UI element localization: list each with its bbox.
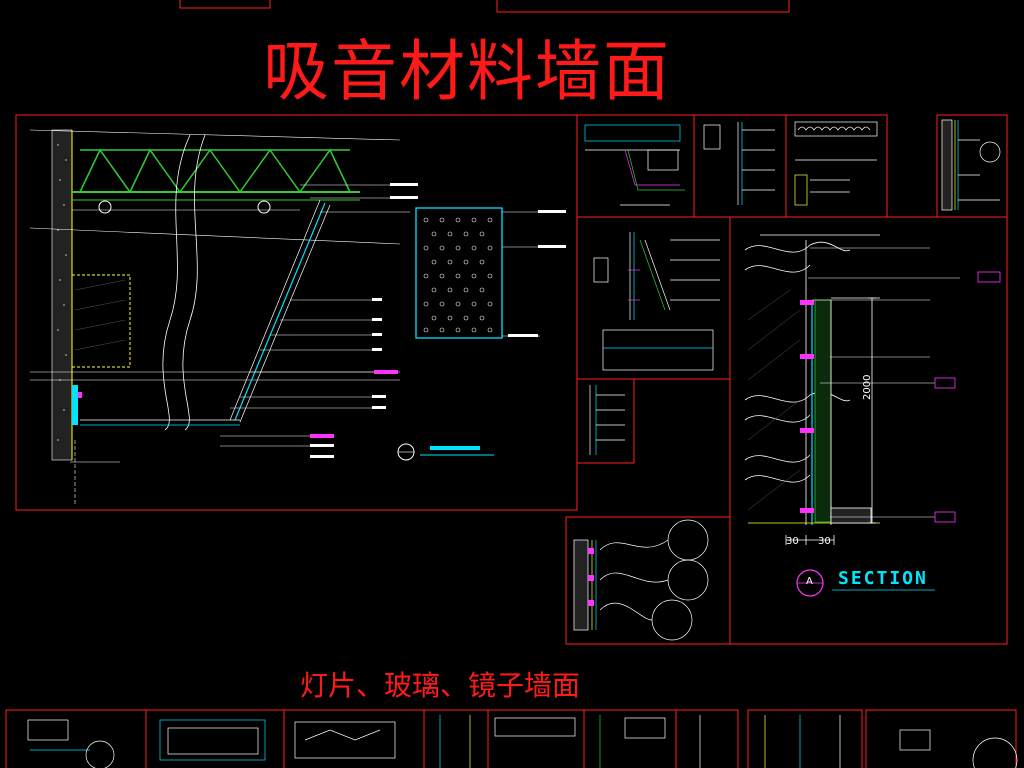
frame-bottom-4	[423, 709, 489, 768]
detail-6-drawing	[589, 385, 625, 455]
frame-detail-5	[576, 216, 731, 380]
perforated-panel	[415, 207, 503, 339]
section-subtitle: 灯片、玻璃、镜子墙面	[300, 669, 581, 702]
section-drawing	[744, 234, 1001, 597]
frame-detail-7	[565, 516, 731, 645]
frame-detail-6	[576, 378, 635, 464]
frame-main-detail	[15, 114, 578, 511]
frame-bottom-9	[865, 709, 1017, 768]
frame-bottom-6	[583, 709, 677, 768]
frame-bottom-1	[5, 709, 147, 768]
frame-bottom-7	[675, 709, 739, 768]
dimension-right: 30	[818, 536, 831, 547]
frame-bottom-8	[747, 709, 863, 768]
frame-bottom-2	[145, 709, 285, 768]
frame-section	[729, 216, 1008, 645]
frame-top-left	[179, 0, 271, 9]
main-detail-drawing	[29, 129, 566, 505]
frame-detail-1	[576, 114, 695, 218]
section-marker-letter: A	[806, 576, 813, 587]
bottom-row-drawings	[27, 715, 1018, 768]
frame-top-right	[496, 0, 790, 13]
detail-7-drawing	[573, 519, 709, 641]
dimension-left: 30	[786, 536, 799, 547]
frame-detail-3	[785, 114, 888, 218]
detail-5-drawing	[593, 232, 720, 371]
detail-4-drawing	[941, 119, 1001, 211]
frame-bottom-3	[283, 709, 425, 768]
dimension-height: 2000	[862, 374, 873, 400]
detail-1-drawing	[584, 124, 685, 206]
frame-bottom-5	[487, 709, 585, 768]
drawing-title: 吸音材料墙面	[263, 33, 671, 110]
detail-2-drawing	[703, 122, 775, 205]
detail-3-drawing	[794, 121, 878, 206]
section-heading: SECTION	[838, 568, 928, 589]
